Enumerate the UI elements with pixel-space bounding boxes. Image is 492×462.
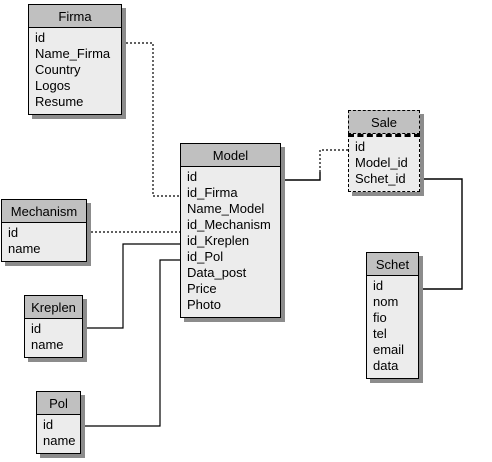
table-pol[interactable]: Pol id name <box>36 391 81 454</box>
table-model[interactable]: Model id id_Firma Name_Model id_Mechanis… <box>180 143 281 318</box>
table-fields: id Name_Firma Country Logos Resume <box>28 28 122 115</box>
table-sale[interactable]: Sale id Model_id Schet_id <box>348 110 420 192</box>
field: id <box>31 321 42 336</box>
field: id_Pol <box>187 249 224 264</box>
table-fields: id name <box>1 223 87 262</box>
field: Country <box>35 62 81 77</box>
field: Data_post <box>187 265 247 280</box>
table-firma[interactable]: Firma id Name_Firma Country Logos Resume <box>28 4 122 115</box>
field: id_Mechanism <box>187 217 271 232</box>
table-fields: id name <box>36 415 81 454</box>
table-schet[interactable]: Schet id nom fio tel email data <box>366 252 419 379</box>
field: id <box>43 417 54 432</box>
field: Name_Model <box>187 201 265 216</box>
field: id_Firma <box>187 185 238 200</box>
field: Resume <box>35 94 84 109</box>
table-title: Firma <box>28 4 122 28</box>
field: Name_Firma <box>35 46 111 61</box>
field: name <box>31 337 64 352</box>
field: nom <box>373 294 399 309</box>
relation-model-sale-solid <box>281 172 321 181</box>
field: id <box>8 225 19 240</box>
field: id <box>35 30 46 45</box>
field: Model_id <box>355 155 408 170</box>
table-title: Kreplen <box>24 295 83 319</box>
table-fields: id id_Firma Name_Model id_Mechanism id_K… <box>180 167 281 318</box>
table-title: Mechanism <box>1 199 87 223</box>
table-title: Sale <box>348 110 420 134</box>
field: email <box>373 342 405 357</box>
field: Price <box>187 281 217 296</box>
table-kreplen[interactable]: Kreplen id name <box>24 295 83 358</box>
field: id_Kreplen <box>187 233 250 248</box>
field: name <box>8 241 41 256</box>
field: Photo <box>187 297 221 312</box>
field: Logos <box>35 78 71 93</box>
field: id <box>355 139 366 154</box>
table-title: Pol <box>36 391 81 415</box>
field: fio <box>373 310 387 325</box>
field: tel <box>373 326 387 341</box>
relation-kreplen-model <box>83 243 181 329</box>
table-mechanism[interactable]: Mechanism id name <box>1 199 87 262</box>
relation-model-sale-dotted <box>319 149 349 172</box>
relation-pol-model <box>81 259 181 427</box>
field: Schet_id <box>355 171 406 186</box>
relation-firma-model <box>122 42 181 197</box>
field: id <box>373 278 384 293</box>
relation-sale-schet <box>419 178 463 290</box>
table-fields: id name <box>24 319 83 358</box>
table-fields: id Model_id Schet_id <box>348 134 420 192</box>
field: name <box>43 433 76 448</box>
table-title: Model <box>180 143 281 167</box>
field: id <box>187 169 198 184</box>
field: data <box>373 358 399 373</box>
table-fields: id nom fio tel email data <box>366 276 419 379</box>
table-title: Schet <box>366 252 419 276</box>
